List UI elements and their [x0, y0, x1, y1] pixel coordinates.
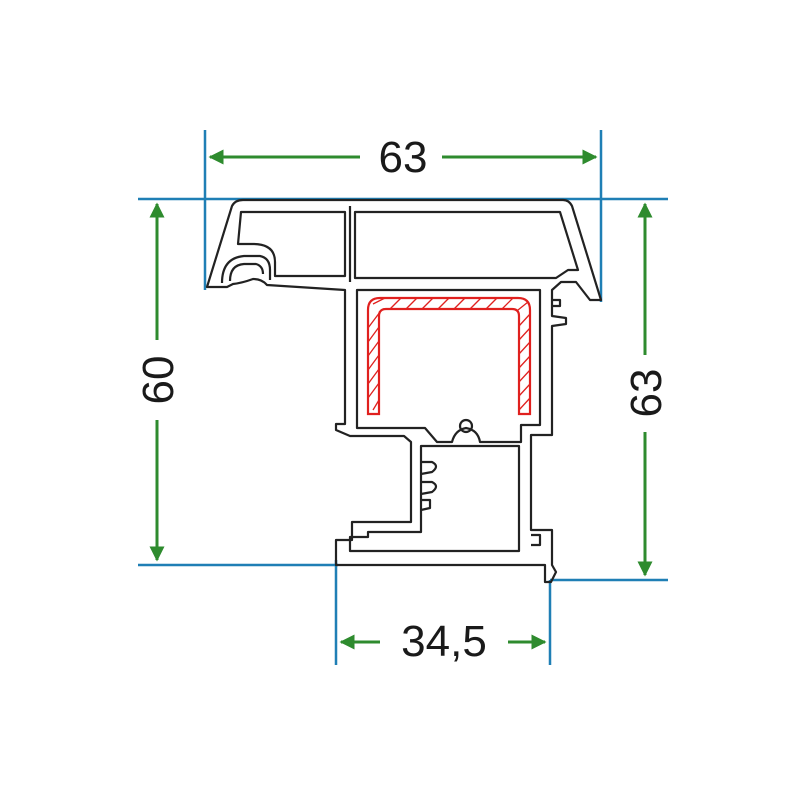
reinforcement-outline — [366, 296, 532, 416]
profile-section — [205, 198, 603, 584]
profile-outer-contour — [205, 198, 603, 584]
profile-side-lug-upper — [552, 298, 562, 308]
profile-main-chamber — [355, 288, 542, 444]
left-height-label: 60 — [134, 356, 183, 405]
profile-side-lug-lower — [531, 533, 542, 547]
profile-screw-port — [458, 418, 474, 434]
dimension-lines — [149, 149, 653, 650]
profile-left-channel — [220, 254, 272, 284]
reinforcement-hatching — [367, 297, 531, 411]
profile-gasket-groove — [420, 460, 438, 512]
steel-reinforcement — [366, 296, 532, 416]
extension-lines — [138, 130, 668, 665]
dimension-labels: 63 60 63 34,5 — [134, 133, 671, 666]
right-height-label: 63 — [622, 369, 671, 418]
profile-upper-chamber-left — [236, 210, 347, 278]
profile-upper-chamber-right — [353, 210, 580, 280]
top-width-label: 63 — [379, 133, 428, 182]
bottom-width-label: 34,5 — [401, 617, 487, 666]
profile-left-channel-inner — [228, 262, 265, 282]
profile-lower-chamber — [348, 444, 521, 553]
